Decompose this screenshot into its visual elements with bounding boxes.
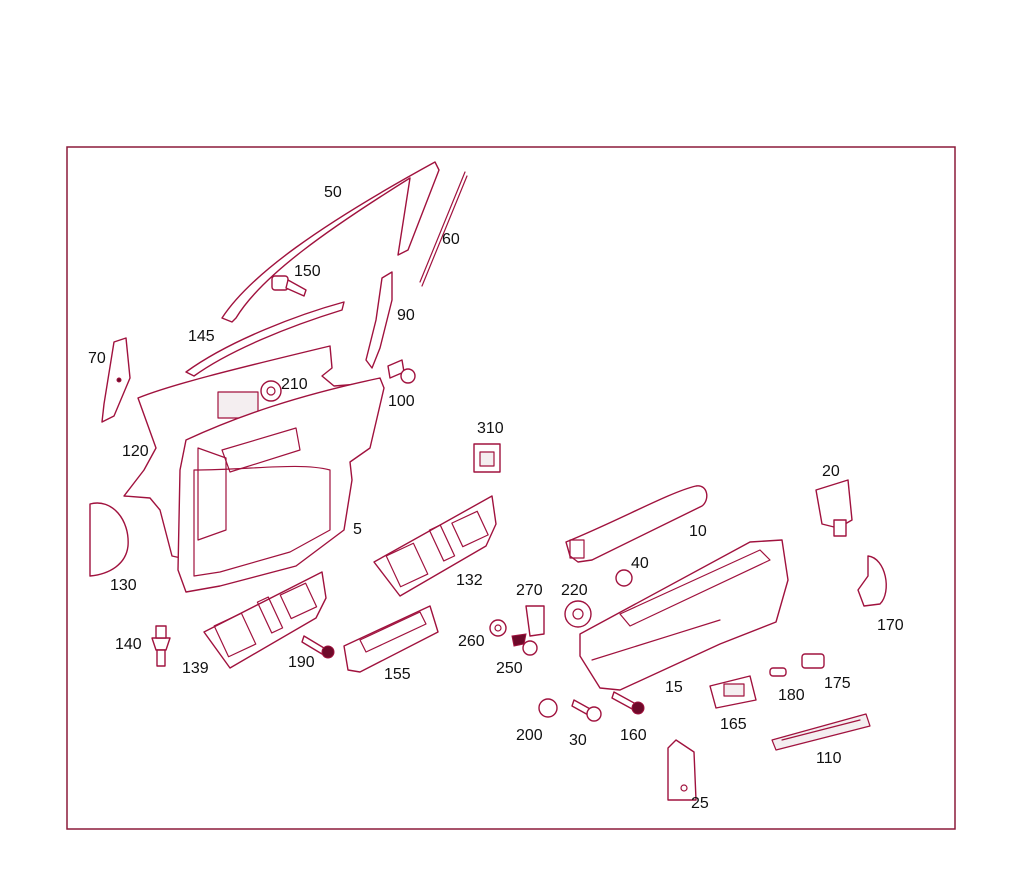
label-30: 30 (569, 732, 587, 749)
label-145: 145 (188, 328, 215, 345)
part-130-speaker-cover[interactable] (89, 502, 129, 577)
label-100: 100 (388, 393, 415, 410)
label-140: 140 (115, 636, 142, 653)
part-139-switch-panel[interactable] (203, 571, 327, 669)
label-132: 132 (456, 572, 483, 589)
label-175: 175 (824, 675, 851, 692)
label-165: 165 (720, 716, 747, 733)
part-200-cap[interactable] (538, 698, 558, 718)
label-20: 20 (822, 463, 840, 480)
label-210: 210 (281, 376, 308, 393)
part-155-handle-cover[interactable] (343, 605, 439, 673)
part-220-grommet[interactable] (564, 600, 592, 628)
label-5: 5 (353, 521, 362, 538)
part-190-screw[interactable] (301, 635, 335, 659)
diagram-border (66, 146, 956, 830)
label-155: 155 (384, 666, 411, 683)
part-40-cap[interactable] (615, 569, 633, 587)
label-70: 70 (88, 350, 106, 367)
label-250: 250 (496, 660, 523, 677)
label-180: 180 (778, 687, 805, 704)
part-175-socket[interactable] (801, 653, 825, 669)
label-200: 200 (516, 727, 543, 744)
label-10: 10 (689, 523, 707, 540)
label-220: 220 (561, 582, 588, 599)
part-15-door-panel[interactable] (579, 539, 789, 691)
label-260: 260 (458, 633, 485, 650)
label-160: 160 (620, 727, 647, 744)
part-210-grommet[interactable] (260, 380, 282, 402)
label-50: 50 (324, 184, 342, 201)
label-130: 130 (110, 577, 137, 594)
label-25: 25 (691, 795, 709, 812)
part-70-trim[interactable] (101, 337, 131, 423)
part-145-trim-strip[interactable] (185, 301, 345, 377)
label-120: 120 (122, 443, 149, 460)
part-10-armrest[interactable] (565, 485, 708, 563)
label-40: 40 (631, 555, 649, 572)
part-50-window-frame[interactable] (221, 161, 440, 323)
part-250-clip[interactable] (511, 633, 538, 656)
label-310: 310 (477, 420, 504, 437)
label-110: 110 (816, 750, 842, 767)
part-170-handle[interactable] (857, 555, 887, 607)
label-270: 270 (516, 582, 543, 599)
label-139: 139 (182, 660, 209, 677)
part-20-cover[interactable] (815, 479, 853, 537)
label-90: 90 (397, 307, 415, 324)
label-150: 150 (294, 263, 321, 280)
part-270-plug[interactable] (525, 605, 545, 637)
part-260-washer[interactable] (489, 619, 507, 637)
part-132-switch-panel[interactable] (373, 495, 497, 597)
label-15: 15 (665, 679, 683, 696)
part-180-bulb[interactable] (769, 667, 787, 677)
part-100-clip[interactable] (387, 359, 416, 384)
part-60-seal[interactable] (419, 171, 468, 287)
part-5-door-panel[interactable] (177, 377, 385, 593)
part-110-badge[interactable] (771, 713, 871, 751)
part-140-clip[interactable] (151, 625, 171, 667)
label-60: 60 (442, 231, 460, 248)
part-90-bracket[interactable] (365, 271, 393, 369)
part-25-gasket[interactable] (667, 739, 697, 801)
part-30-screw[interactable] (571, 699, 602, 722)
label-190: 190 (288, 654, 315, 671)
part-310-switch[interactable] (473, 443, 501, 473)
part-160-screw[interactable] (611, 691, 645, 715)
part-150-screw[interactable] (271, 275, 307, 297)
part-165-housing[interactable] (709, 675, 757, 709)
label-170: 170 (877, 617, 904, 634)
